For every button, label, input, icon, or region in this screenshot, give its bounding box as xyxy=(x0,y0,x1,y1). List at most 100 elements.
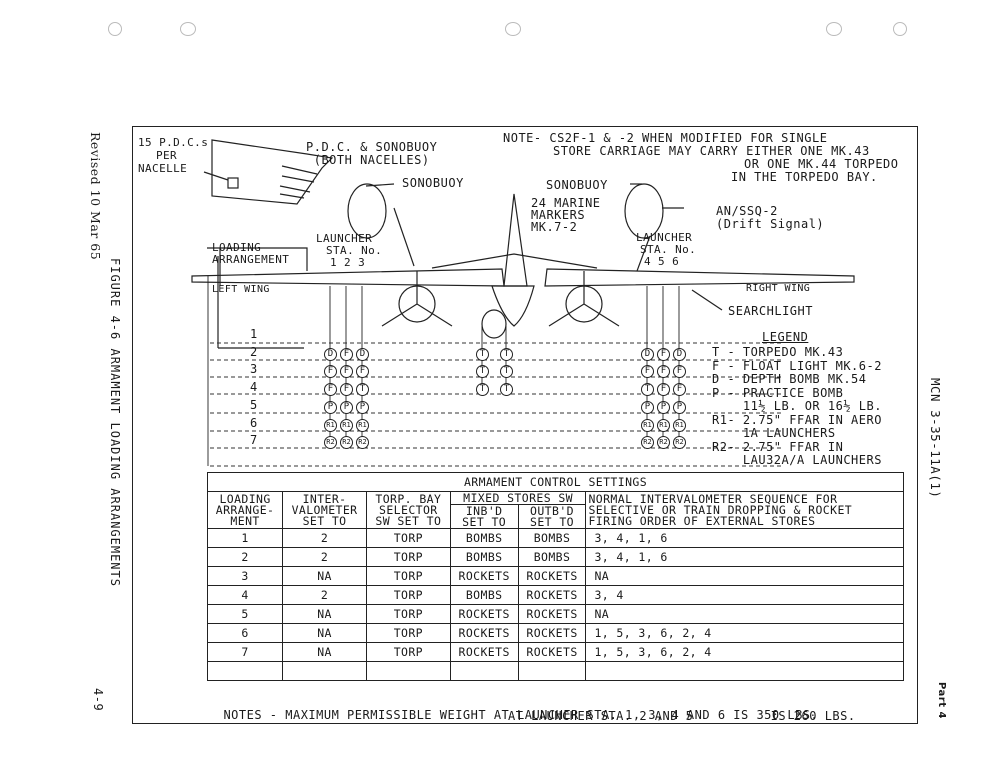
table-cell: 1, 5, 3, 6, 2, 4 xyxy=(585,623,904,643)
binder-hole xyxy=(893,22,907,36)
table-title: ARMAMENT CONTROL SETTINGS xyxy=(207,472,904,492)
figure-frame xyxy=(132,126,918,724)
row-number: 3 xyxy=(250,362,258,376)
table-cell: 2 xyxy=(206,547,284,567)
store-marker: R1 xyxy=(340,419,353,432)
table-cell: NA xyxy=(585,566,904,586)
legend-entry: D - DEPTH BOMB MK.54 xyxy=(712,372,867,386)
store-marker: P xyxy=(356,401,369,414)
table-cell: BOMBS xyxy=(449,528,519,548)
store-marker: P xyxy=(340,401,353,414)
store-marker: F xyxy=(324,365,337,378)
store-marker: F xyxy=(324,383,337,396)
table-cell: 2 xyxy=(282,547,367,567)
store-marker: R1 xyxy=(641,419,654,432)
legend-entry: LAU32A/A LAUNCHERS xyxy=(712,453,882,467)
marine-markers-label: 24 MARINE MARKERS MK.7-2 xyxy=(531,196,601,234)
store-marker: F xyxy=(356,365,369,378)
table-cell: 3, 4, 1, 6 xyxy=(585,528,904,548)
store-marker: T xyxy=(500,383,513,396)
table-cell: 7 xyxy=(206,642,284,662)
binder-hole xyxy=(826,22,842,36)
table-cell: TORP xyxy=(365,604,451,624)
table-cell: ROCKETS xyxy=(449,642,519,662)
store-marker: R1 xyxy=(324,419,337,432)
legend-entry: P - PRACTICE BOMB xyxy=(712,385,844,400)
table-cell: 3, 4, 1, 6 xyxy=(585,547,904,567)
table-cell: NA xyxy=(282,623,367,643)
store-marker: F xyxy=(673,365,686,378)
table-cell: ROCKETS xyxy=(517,642,587,662)
store-marker: T xyxy=(500,348,513,361)
table-cell: TORP xyxy=(365,623,451,643)
loading-arrangement-label: LOADING ARRANGEMENT xyxy=(212,241,290,266)
table-cell: 4 xyxy=(206,585,284,605)
store-marker: R2 xyxy=(340,436,353,449)
legend-entry: 1A LAUNCHERS xyxy=(712,426,836,440)
table-cell: 2 xyxy=(282,585,367,605)
left-wing-label: LEFT WING xyxy=(212,284,270,295)
store-marker: T xyxy=(500,365,513,378)
table-cell: ROCKETS xyxy=(449,604,519,624)
table-cell: BOMBS xyxy=(517,528,587,548)
store-marker: R2 xyxy=(324,436,337,449)
store-marker: T xyxy=(476,365,489,378)
store-marker: T xyxy=(476,383,489,396)
store-marker: F xyxy=(340,365,353,378)
legend-entry: T - TORPEDO MK.43 xyxy=(712,345,844,359)
note-block: NOTE- CS2F-1 & -2 WHEN MODIFIED FOR SING… xyxy=(503,131,899,184)
legend-entry: R2- 2.75" FFAR IN xyxy=(712,439,844,454)
store-marker: R2 xyxy=(673,436,686,449)
store-marker: R2 xyxy=(356,436,369,449)
store-marker: T xyxy=(476,348,489,361)
part-label: Part 4 xyxy=(936,682,947,719)
table-cell: BOMBS xyxy=(517,547,587,567)
store-marker: D xyxy=(673,348,686,361)
store-marker: F xyxy=(657,348,670,361)
revised-date: Revised 10 Mar 65 xyxy=(88,132,103,261)
store-marker: T xyxy=(356,383,369,396)
binder-hole xyxy=(505,22,521,36)
legend-entry: F - FLOAT LIGHT MK.6-2 xyxy=(712,358,882,373)
table-cell: ROCKETS xyxy=(449,623,519,643)
row-number: 6 xyxy=(250,416,258,430)
table-cell: 3 xyxy=(206,566,284,586)
store-marker: P xyxy=(673,401,686,414)
store-marker: D xyxy=(356,348,369,361)
table-cell: ROCKETS xyxy=(517,585,587,605)
sonobuoy-left-label: SONOBUOY xyxy=(402,176,464,190)
launcher-right-label: LAUNCHER STA. No. 4 5 6 xyxy=(636,231,697,268)
store-marker: R1 xyxy=(356,419,369,432)
right-wing-label: RIGHT WING xyxy=(746,283,811,294)
store-marker: R1 xyxy=(673,419,686,432)
row-number: 5 xyxy=(250,398,258,412)
table-cell: ROCKETS xyxy=(449,566,519,586)
table-cell: 3, 4 xyxy=(585,585,904,605)
table-cell: NA xyxy=(282,566,367,586)
table-cell: NA xyxy=(585,604,904,624)
table-cell: 1 xyxy=(206,528,284,548)
pdc-sonobuoy-label: P.D.C. & SONOBUOY (BOTH NACELLES) xyxy=(306,140,438,167)
table-cell: BOMBS xyxy=(449,547,519,567)
store-marker: P xyxy=(657,401,670,414)
store-marker: P xyxy=(324,401,337,414)
table-cell: BOMBS xyxy=(449,585,519,605)
table-cell: 2 xyxy=(282,528,367,548)
table-cell: TORP xyxy=(365,642,451,662)
store-marker: P xyxy=(641,401,654,414)
legend-entry: R1- 2.75" FFAR IN AERO xyxy=(712,412,882,427)
table-cell: 1, 5, 3, 6, 2, 4 xyxy=(585,642,904,662)
notes-line-1: NOTES - MAXIMUM PERMISSIBLE WEIGHT AT LA… xyxy=(223,708,819,722)
store-marker: D xyxy=(324,348,337,361)
store-marker: F xyxy=(673,383,686,396)
binder-hole xyxy=(108,22,122,36)
row-number: 7 xyxy=(250,433,258,447)
